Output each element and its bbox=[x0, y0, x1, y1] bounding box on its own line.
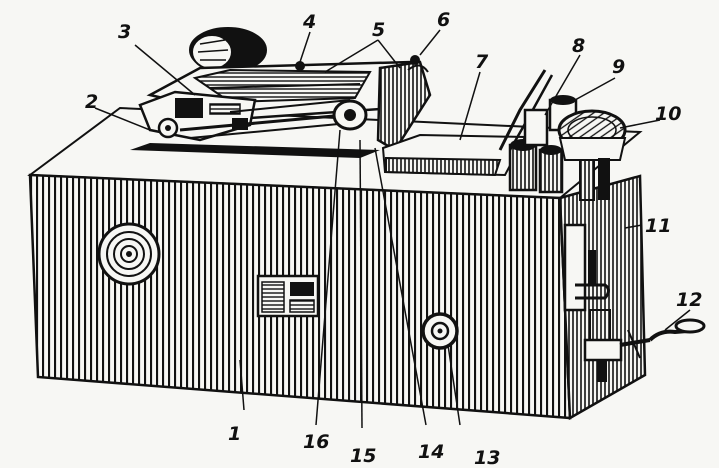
label-8: 8 bbox=[572, 35, 585, 57]
tape-reel bbox=[189, 27, 267, 73]
label-4: 4 bbox=[302, 11, 316, 33]
label-3: 3 bbox=[118, 21, 131, 43]
label-14: 14 bbox=[418, 441, 444, 463]
dial-disc bbox=[557, 109, 627, 201]
leader-lines bbox=[94, 29, 691, 429]
front-knob bbox=[421, 312, 459, 350]
pen-holder bbox=[498, 69, 554, 151]
carriage-assembly bbox=[138, 90, 368, 142]
label-9: 9 bbox=[612, 56, 625, 78]
label-1: 1 bbox=[228, 423, 241, 445]
side-mechanism bbox=[563, 223, 623, 382]
label-15: 15 bbox=[350, 445, 376, 467]
top-slot bbox=[130, 143, 380, 158]
roller-brush bbox=[376, 55, 432, 152]
ink-bottles bbox=[508, 139, 564, 194]
label-5: 5 bbox=[372, 19, 385, 41]
label-6: 6 bbox=[437, 9, 450, 31]
label-7: 7 bbox=[475, 51, 489, 73]
paper-tray bbox=[381, 133, 527, 177]
label-12: 12 bbox=[676, 289, 702, 311]
labels: 1 2 3 4 5 6 7 8 9 10 11 12 13 14 15 16 bbox=[85, 9, 702, 468]
label-10: 10 bbox=[655, 103, 681, 125]
front-window bbox=[256, 274, 320, 318]
label-13: 13 bbox=[474, 447, 500, 468]
label-2: 2 bbox=[85, 91, 98, 113]
label-16: 16 bbox=[303, 431, 329, 453]
speaker-grille bbox=[97, 222, 161, 286]
label-11: 11 bbox=[645, 215, 671, 237]
crank-handle bbox=[619, 318, 706, 359]
